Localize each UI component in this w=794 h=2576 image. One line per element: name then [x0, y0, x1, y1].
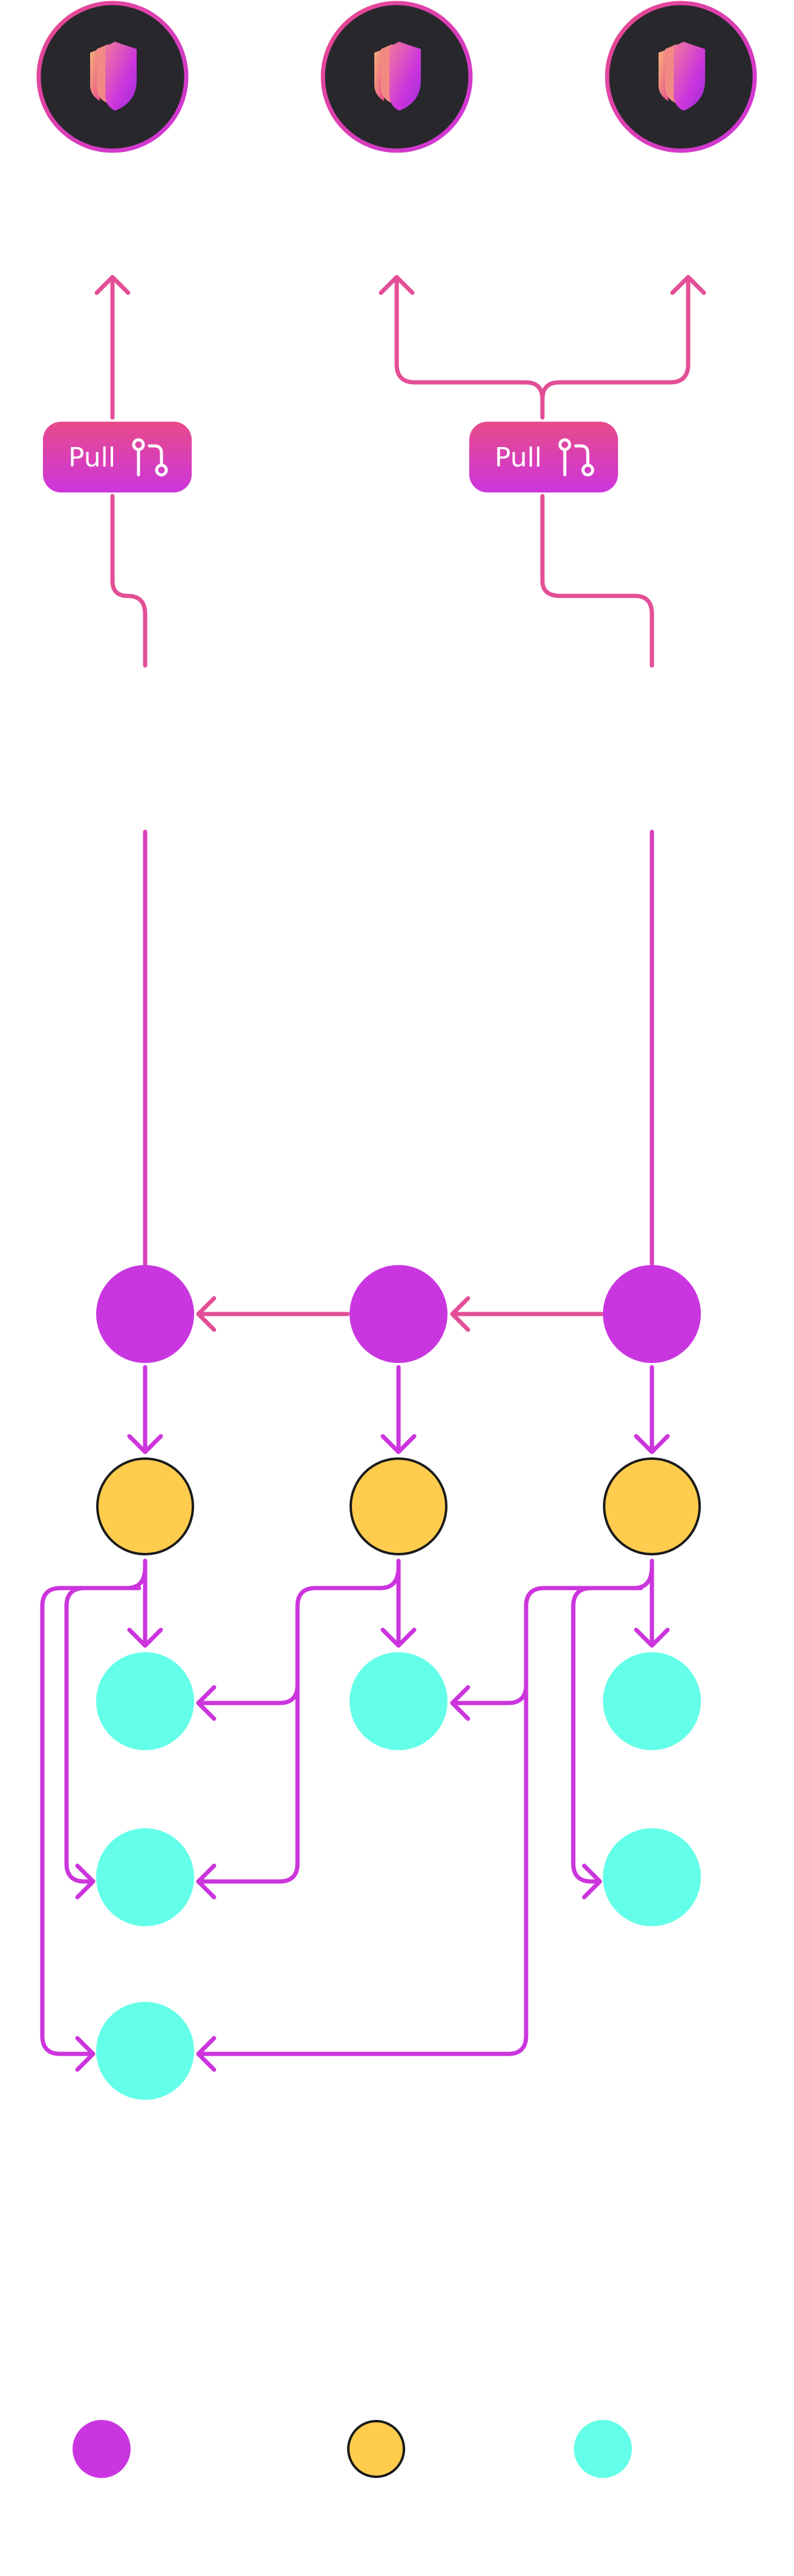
- connector-fork: [394, 276, 691, 420]
- yellow-node-2: [350, 1457, 447, 1555]
- arrowhead: [127, 1627, 163, 1648]
- arrowhead: [380, 1627, 417, 1648]
- pull-button-left[interactable]: Pull: [43, 422, 192, 492]
- legend-swatch-cyan: [574, 2420, 632, 2478]
- pull-button-label: Pull: [68, 442, 116, 473]
- connector-right-down: [540, 494, 654, 668]
- git-pull-request-icon: [132, 438, 168, 477]
- connector-yellow2-left: [196, 1564, 401, 1884]
- arrowhead: [450, 1296, 470, 1332]
- pull-button-right[interactable]: Pull: [469, 422, 618, 492]
- cyan-nodes: [96, 1652, 701, 2100]
- cyan-node-2: [96, 1828, 194, 1926]
- arrowhead: [75, 2036, 96, 2072]
- yellow-node-1: [96, 1457, 194, 1555]
- pull-button-label: Pull: [495, 442, 542, 473]
- yellow-nodes: [96, 1457, 701, 1555]
- badge-1: [36, 1, 189, 153]
- cyan-node-6: [603, 1828, 701, 1926]
- arrowhead: [196, 2036, 216, 2072]
- connector-yellow3-cyan6: [571, 1564, 654, 1884]
- arrowhead: [380, 1434, 417, 1454]
- purple-node-2: [350, 1265, 447, 1363]
- arrowhead: [634, 1434, 670, 1454]
- purple-node-3: [603, 1265, 701, 1363]
- legend-swatch-purple: [73, 2420, 131, 2478]
- arrowhead-up-right: [670, 275, 706, 295]
- arrowhead: [127, 1434, 163, 1454]
- legend-swatch-yellow: [347, 2420, 405, 2478]
- connector-left-down: [110, 494, 148, 668]
- arrowhead: [196, 1863, 216, 1900]
- arrowhead: [75, 1863, 96, 1900]
- badge-2: [321, 1, 473, 153]
- cyan-node-4: [350, 1652, 447, 1750]
- arrowhead-up-center: [379, 275, 415, 295]
- purple-nodes: [96, 1265, 701, 1363]
- arrowhead: [196, 1685, 216, 1721]
- arrowhead: [582, 1863, 602, 1900]
- arrowhead: [450, 1685, 470, 1721]
- arrowhead-up-left: [94, 275, 131, 295]
- connector-yellow1-cyan2: [64, 1564, 148, 1884]
- git-pull-request-icon: [558, 438, 594, 477]
- arrowhead: [196, 1296, 216, 1332]
- legend: [73, 2420, 632, 2478]
- yellow-node-3: [603, 1457, 701, 1555]
- connector-yellow1-cyan3: [40, 1586, 142, 2056]
- cyan-node-1: [96, 1652, 194, 1750]
- connector-yellow3-left: [196, 1586, 643, 2056]
- purple-node-1: [96, 1265, 194, 1363]
- arrowhead: [634, 1627, 670, 1648]
- badge-3: [605, 1, 757, 153]
- cyan-node-5: [603, 1652, 701, 1750]
- cyan-node-3: [96, 2002, 194, 2100]
